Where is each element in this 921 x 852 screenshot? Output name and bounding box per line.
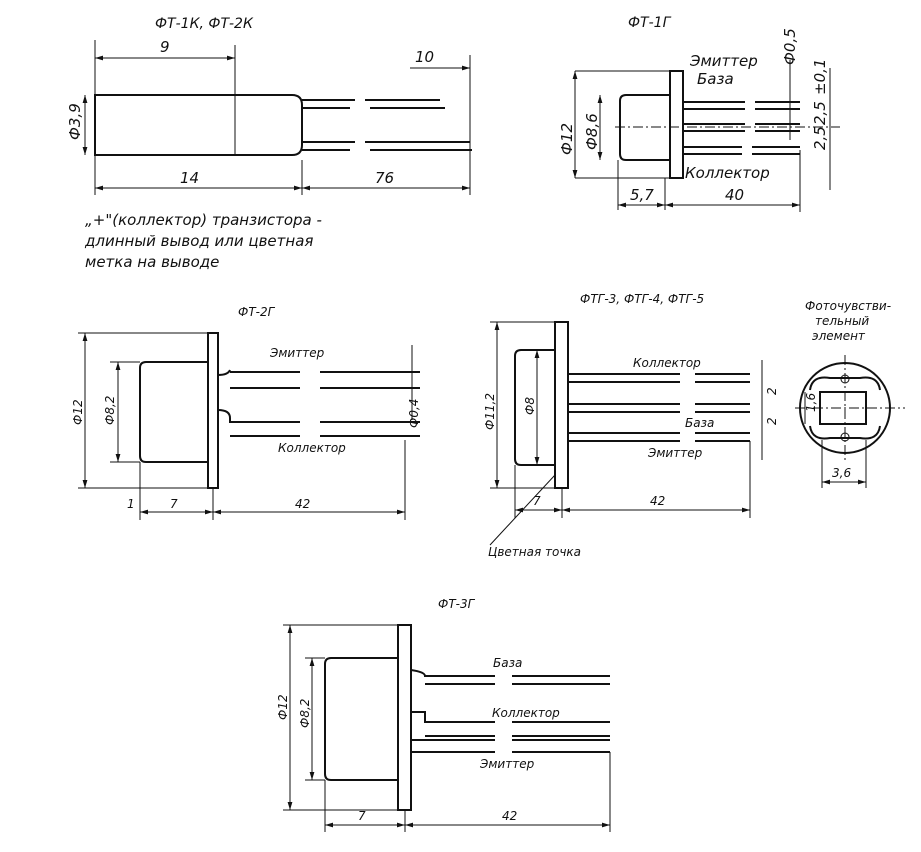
- dim: Ф12: [71, 399, 85, 425]
- dim: 7: [358, 809, 366, 823]
- label-collector: Коллектор: [278, 441, 346, 455]
- label-emitter: Эмиттер: [269, 346, 325, 360]
- dim: ±0,1: [811, 59, 829, 95]
- dim: 76: [375, 169, 394, 187]
- dim: Ф3,9: [66, 103, 84, 140]
- dim: 42: [295, 497, 310, 511]
- drawing-ft2g: ФТ-2Г Эмиттер Коллектор Ф12 Ф8,2 Ф0,4 1 …: [71, 305, 421, 520]
- title: ФТ-1Г: [628, 15, 672, 31]
- label-emitter: Эмиттер: [689, 52, 758, 70]
- dim: 3,6: [832, 466, 851, 480]
- dim: Ф8,6: [583, 113, 601, 150]
- dim: 42: [502, 809, 517, 823]
- label: тельный: [815, 314, 869, 328]
- dim: Ф8,2: [298, 699, 312, 728]
- dim: 40: [725, 186, 744, 204]
- label-base: База: [685, 416, 714, 430]
- dim: 42: [650, 494, 665, 508]
- dim: Ф0,4: [407, 399, 421, 428]
- dim: 2: [765, 417, 779, 425]
- note: длинный вывод или цветная: [84, 232, 313, 250]
- dim: 10: [415, 48, 434, 66]
- dim: 2: [765, 387, 779, 395]
- dim: Ф8: [523, 397, 537, 415]
- label: Фоточувстви-: [805, 299, 891, 313]
- dim: Ф12: [276, 694, 290, 720]
- label-color-dot: Цветная точка: [488, 545, 581, 559]
- note: метка на выводе: [85, 253, 219, 271]
- label-collector: Коллектор: [492, 706, 560, 720]
- dim: 1,6: [804, 393, 818, 412]
- dim: Ф12: [558, 123, 576, 155]
- label-collector: Коллектор: [633, 356, 701, 370]
- dim: 1: [127, 497, 135, 511]
- drawing-ftg: ФТГ-3, ФТГ-4, ФТГ-5 Коллектор База Эмитт…: [483, 292, 905, 559]
- title: ФТГ-3, ФТГ-4, ФТГ-5: [580, 292, 704, 306]
- title: ФТ-1К, ФТ-2К: [155, 16, 254, 32]
- label-base: База: [493, 656, 522, 670]
- label-emitter: Эмиттер: [647, 446, 703, 460]
- note: „+"(коллектор) транзистора -: [85, 211, 322, 229]
- dim: 7: [170, 497, 178, 511]
- dim: 2,5: [811, 101, 829, 125]
- dim: 2,5: [811, 126, 829, 150]
- dim: 14: [180, 169, 199, 187]
- drawing-ft1g: ФТ-1Г Эмиттер База Коллектор Ф12 Ф8,6 Ф0…: [558, 15, 840, 212]
- dim: Ф11,2: [483, 393, 497, 430]
- drawing-ft1k: ФТ-1К, ФТ-2К 9 10 Ф3,9 14 76 „+"(коллект…: [66, 16, 472, 271]
- label: элемент: [812, 329, 866, 343]
- photo-element-view: Фоточувстви- тельный элемент 1,6 3,6: [795, 299, 905, 488]
- dim: 5,7: [630, 186, 654, 204]
- dim: Ф0,5: [781, 28, 799, 65]
- dim: Ф8,2: [103, 396, 117, 425]
- label-emitter: Эмиттер: [479, 757, 535, 771]
- dim: 9: [160, 38, 170, 56]
- label-collector: Коллектор: [685, 164, 770, 182]
- title: ФТ-2Г: [238, 305, 276, 319]
- label-base: База: [697, 70, 734, 88]
- dim: 7: [533, 494, 541, 508]
- title: ФТ-3Г: [438, 597, 476, 611]
- drawing-ft3g: ФТ-3Г База Коллектор Эмиттер Ф12 Ф8,2 7 …: [276, 597, 611, 832]
